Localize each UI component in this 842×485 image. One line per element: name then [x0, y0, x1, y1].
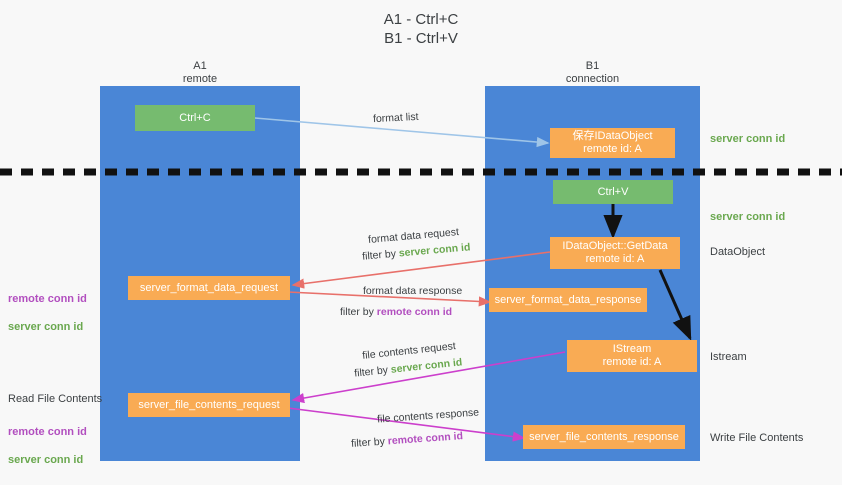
filter-value-remote-conn-id: remote conn id — [387, 430, 464, 448]
filter-prefix: filter by — [353, 363, 392, 380]
right-label-server-conn-id-mid: server conn id — [710, 211, 786, 223]
filter-value-remote-conn-id: remote conn id — [376, 306, 453, 318]
right-label-dataobject: DataObject — [710, 246, 766, 258]
left-label-server-conn-id: server conn id — [8, 321, 84, 333]
page-title: A1 - Ctrl+C B1 - Ctrl+V — [383, 11, 459, 47]
filter-value-server-conn-id: server conn id — [390, 356, 463, 376]
right-label-server-conn-id-top: server conn id — [710, 133, 786, 145]
arrow-label-format-data-response-filter: filter by remote conn id — [340, 305, 452, 319]
right-label-istream: Istream — [710, 351, 747, 363]
left-label-conn-ids-upper: remote conn id server conn id — [8, 278, 87, 334]
right-label-write-file-contents: Write File Contents — [710, 432, 804, 444]
arrow-label-format-list: format list — [372, 110, 419, 126]
filter-prefix: filter by — [350, 435, 389, 450]
box-server-format-data-request[interactable]: server_format_data_request — [128, 276, 290, 300]
box-istream[interactable]: IStream remote id: A — [567, 340, 697, 372]
left-label-server-conn-id: server conn id — [8, 454, 84, 466]
left-label-remote-conn-id: remote conn id — [8, 293, 87, 305]
column-heading-a1: A1 remote — [182, 60, 218, 85]
box-idataobject-getdata[interactable]: IDataObject::GetData remote id: A — [550, 237, 680, 269]
box-server-file-contents-response[interactable]: server_file_contents_response — [523, 425, 685, 449]
box-server-file-contents-request[interactable]: server_file_contents_request — [128, 393, 290, 417]
filter-prefix: filter by — [361, 247, 400, 263]
arrow-label-file-contents-response-filter: filter by remote conn id — [351, 429, 464, 451]
arrow-label-file-contents-response: file contents response — [376, 406, 480, 426]
filter-prefix: filter by — [340, 306, 377, 318]
left-label-remote-conn-id: remote conn id — [8, 426, 87, 438]
box-ctrl-v[interactable]: Ctrl+V — [553, 180, 673, 204]
left-label-read-file-contents: Read File Contents — [8, 393, 103, 405]
arrow-label-format-data-response: format data response — [363, 285, 463, 297]
filter-value-server-conn-id: server conn id — [398, 241, 471, 260]
box-save-idataobject[interactable]: 保存IDataObject remote id: A — [550, 128, 675, 158]
box-ctrl-c[interactable]: Ctrl+C — [135, 105, 255, 131]
column-heading-b1: B1 connection — [565, 60, 620, 85]
box-server-format-data-response[interactable]: server_format_data_response — [489, 288, 647, 312]
left-label-conn-ids-lower: remote conn id server conn id — [8, 411, 87, 467]
